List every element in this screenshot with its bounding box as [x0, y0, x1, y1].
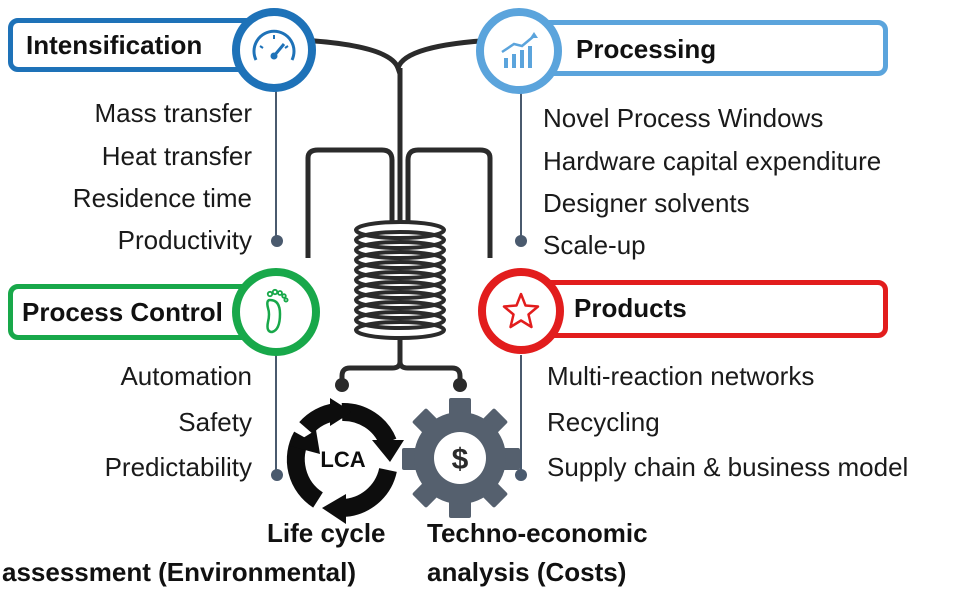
- products-title: Products: [574, 293, 687, 323]
- processing-icon-circle: [476, 8, 562, 94]
- processing-dot: [515, 235, 527, 247]
- process-control-item-2: Safety: [178, 407, 252, 437]
- process-control-dot: [271, 469, 283, 481]
- outlet-right: [397, 361, 463, 384]
- process-control-box: [8, 284, 270, 340]
- outlet-left-dot: [335, 378, 349, 392]
- intensification-box: [8, 18, 266, 72]
- intensification-icon-circle: [232, 8, 316, 92]
- intensification-item-4: Productivity: [117, 225, 252, 255]
- outlet-right-dot: [453, 378, 467, 392]
- star-icon: [502, 292, 540, 329]
- lca-icon-label: LCA: [320, 447, 365, 472]
- lca-cycle-icon: LCA: [286, 398, 404, 524]
- products-icon-circle: [478, 268, 564, 354]
- left-pipe: [305, 147, 395, 258]
- products-item-3: Supply chain & business model: [547, 452, 909, 482]
- coil-reactor: [354, 220, 446, 340]
- footprint-icon: [266, 288, 289, 334]
- speedometer-icon: [252, 29, 296, 61]
- processing-item-1: Novel Process Windows: [543, 103, 824, 133]
- products-item-1: Multi-reaction networks: [547, 361, 815, 391]
- products-dot: [515, 469, 527, 481]
- lca-caption-line1: Life cycle: [267, 518, 386, 548]
- lca-caption-line2: assessment (Environmental): [2, 557, 357, 587]
- processing-item-3: Designer solvents: [543, 188, 750, 218]
- tea-caption-line2: analysis (Costs): [427, 557, 627, 587]
- top-manifold: [299, 37, 496, 77]
- processing-title: Processing: [576, 34, 717, 64]
- intensification-title: Intensification: [26, 30, 203, 60]
- right-pipe: [405, 147, 493, 258]
- process-control-icon-circle: [232, 268, 320, 356]
- processing-item-4: Scale-up: [543, 230, 646, 260]
- tea-caption-line1: Techno-economic: [427, 518, 648, 548]
- process-control-item-1: Automation: [120, 361, 252, 391]
- intensification-item-1: Mass transfer: [94, 98, 253, 128]
- dollar-sign: $: [452, 443, 469, 476]
- process-control-item-3: Predictability: [104, 452, 252, 482]
- products-item-2: Recycling: [547, 407, 660, 437]
- process-control-title: Process Control: [22, 297, 223, 327]
- rising-bar-chart-icon: [501, 32, 538, 68]
- intensification-item-2: Heat transfer: [101, 141, 252, 171]
- intensification-dot: [271, 235, 283, 247]
- intensification-item-3: Residence time: [72, 183, 252, 213]
- outlet-left: [339, 338, 403, 384]
- processing-box: [520, 20, 888, 76]
- gear-dollar-icon: $: [402, 398, 520, 518]
- processing-item-2: Hardware capital expenditure: [543, 146, 882, 176]
